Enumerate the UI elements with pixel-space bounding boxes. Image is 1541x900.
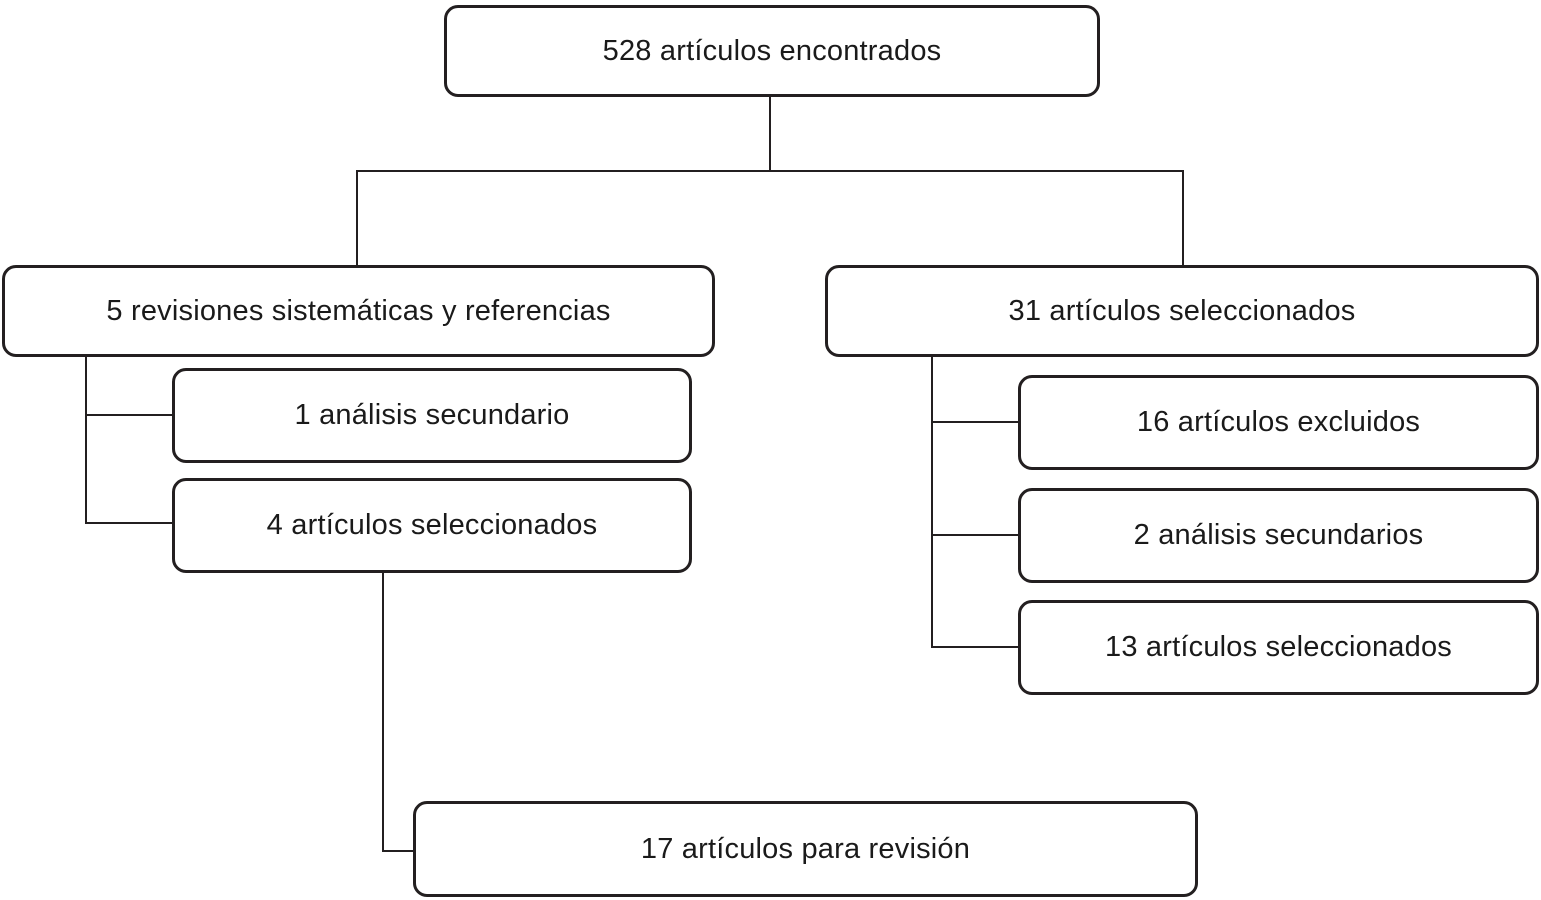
edge-reviews-to-secondary1 (85, 414, 172, 416)
node-articles-selected-13-label: 13 artículos seleccionados (1105, 631, 1452, 663)
node-articles-for-review-17-label: 17 artículos para revisión (640, 832, 971, 865)
node-articles-selected-13: 13 artículos seleccionados (1018, 600, 1539, 695)
edge-selected31-spine (931, 357, 933, 648)
node-systematic-reviews: 5 revisiones sistemáticas y referencias (2, 265, 715, 357)
edge-found-horizontal-bar (356, 170, 1184, 172)
edge-found-to-selected31 (1182, 170, 1184, 265)
edge-found-stem (769, 97, 771, 172)
node-articles-excluded-16-label: 16 artículos excluidos (1136, 406, 1421, 438)
edge-found-to-reviews (356, 170, 358, 265)
node-secondary-analysis-1: 1 análisis secundario (172, 368, 692, 463)
node-articles-found-label: 528 artículos encontrados (602, 34, 942, 67)
node-articles-selected-4: 4 artículos seleccionados (172, 478, 692, 573)
node-systematic-reviews-label: 5 revisiones sistemáticas y referencias (106, 294, 611, 327)
node-articles-selected-4-label: 4 artículos seleccionados (266, 509, 598, 541)
edge-selected31-to-secondary2 (931, 534, 1018, 536)
edge-selected4-to-review17 (382, 850, 413, 852)
node-secondary-analysis-1-label: 1 análisis secundario (294, 399, 570, 431)
edge-reviews-spine (85, 357, 87, 524)
edge-selected4-drop (382, 573, 384, 852)
node-articles-selected-31: 31 artículos seleccionados (825, 265, 1539, 357)
node-articles-found: 528 artículos encontrados (444, 5, 1100, 97)
edge-reviews-to-selected4 (85, 522, 172, 524)
node-articles-selected-31-label: 31 artículos seleccionados (1008, 294, 1356, 327)
node-articles-excluded-16: 16 artículos excluidos (1018, 375, 1539, 470)
edge-selected31-to-excluded16 (931, 421, 1018, 423)
node-articles-for-review-17: 17 artículos para revisión (413, 801, 1198, 897)
node-secondary-analyses-2: 2 análisis secundarios (1018, 488, 1539, 583)
node-secondary-analyses-2-label: 2 análisis secundarios (1133, 519, 1424, 551)
edge-selected31-to-selected13 (931, 646, 1018, 648)
